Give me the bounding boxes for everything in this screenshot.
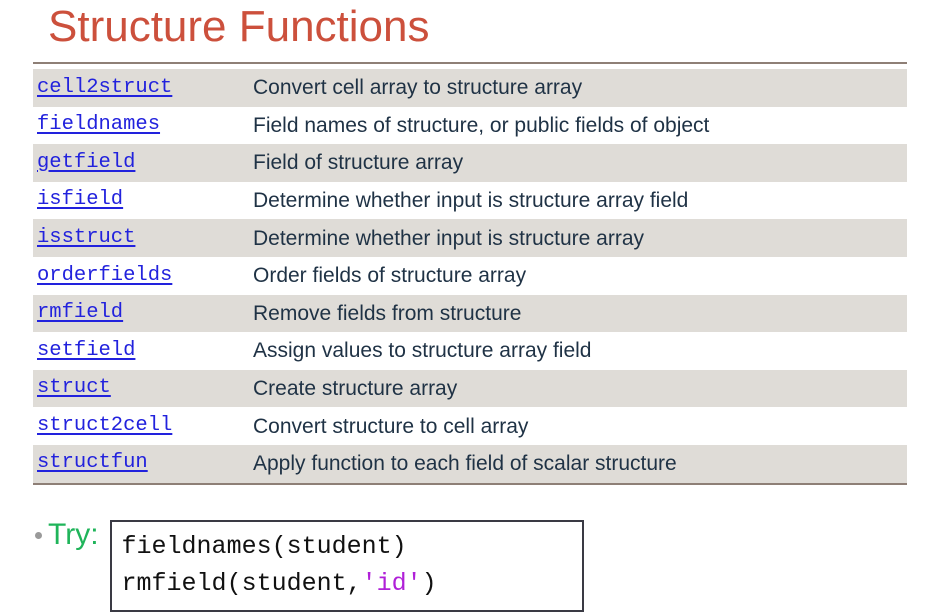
bullet-icon [35,532,42,539]
table-row: struct2cell Convert structure to cell arr… [33,407,907,445]
table-row: isfield Determine whether input is struct… [33,181,907,220]
function-link-fieldnames[interactable]: fieldnames [37,113,161,137]
code-example-box: fieldnames(student) rmfield(student,'id'… [109,520,584,612]
function-link-rmfield[interactable]: rmfield [37,301,124,325]
function-description: Convert cell array to structure array [253,76,583,100]
function-description: Remove fields from structure [253,301,522,325]
function-description: Determine whether input is structure arr… [253,189,689,213]
table-row: cell2struct Convert cell array to structu… [33,69,907,107]
table-row: orderfields Order fields of structure arr… [33,256,907,295]
function-description: Order fields of structure array [253,264,527,288]
function-link-isstruct[interactable]: isstruct [37,225,136,249]
table-row: getfield Field of structure array [33,144,907,182]
table-row: structfun Apply function to each field of… [33,444,907,483]
code-line-2-string-literal: 'id' [361,569,422,598]
function-link-struct2cell[interactable]: struct2cell [37,413,173,437]
function-link-setfield[interactable]: setfield [37,338,136,362]
function-description: Determine whether input is structure arr… [253,226,644,250]
function-link-isfield[interactable]: isfield [37,188,124,212]
table-row: rmfield Remove fields from structure [33,294,907,333]
function-description: Create structure array [253,377,458,401]
function-link-cell2struct[interactable]: cell2struct [37,75,173,99]
function-description: Field names of structure, or public fiel… [253,113,710,137]
code-line-2-suffix: ) [421,569,437,598]
table-row: fieldnames Field names of structure, or p… [33,106,907,145]
structure-functions-table: cell2struct Convert cell array to structu… [33,69,907,483]
table-bottom-rule [33,483,907,485]
function-description: Convert structure to cell array [253,414,529,438]
table-row: struct Create structure array [33,369,907,408]
function-link-getfield[interactable]: getfield [37,150,136,174]
function-description: Field of structure array [253,151,464,175]
function-link-structfun[interactable]: structfun [37,451,148,475]
code-line-1: fieldnames(student) [121,532,407,561]
table-top-rule [33,62,907,64]
code-line-2: rmfield(student,'id') [122,565,570,602]
code-line-2-prefix: rmfield(student, [121,569,362,598]
try-label: Try: [48,518,99,551]
try-section: Try: fieldnames(student) rmfield(student… [35,516,584,612]
table-row: setfield Assign values to structure array… [33,332,907,370]
function-link-struct[interactable]: struct [37,376,111,400]
function-description: Apply function to each field of scalar s… [253,452,677,476]
function-description: Assign values to structure array field [253,339,592,363]
function-link-orderfields[interactable]: orderfields [37,263,173,287]
page-title: Structure Functions [48,2,430,51]
table-row: isstruct Determine whether input is struc… [33,219,907,257]
